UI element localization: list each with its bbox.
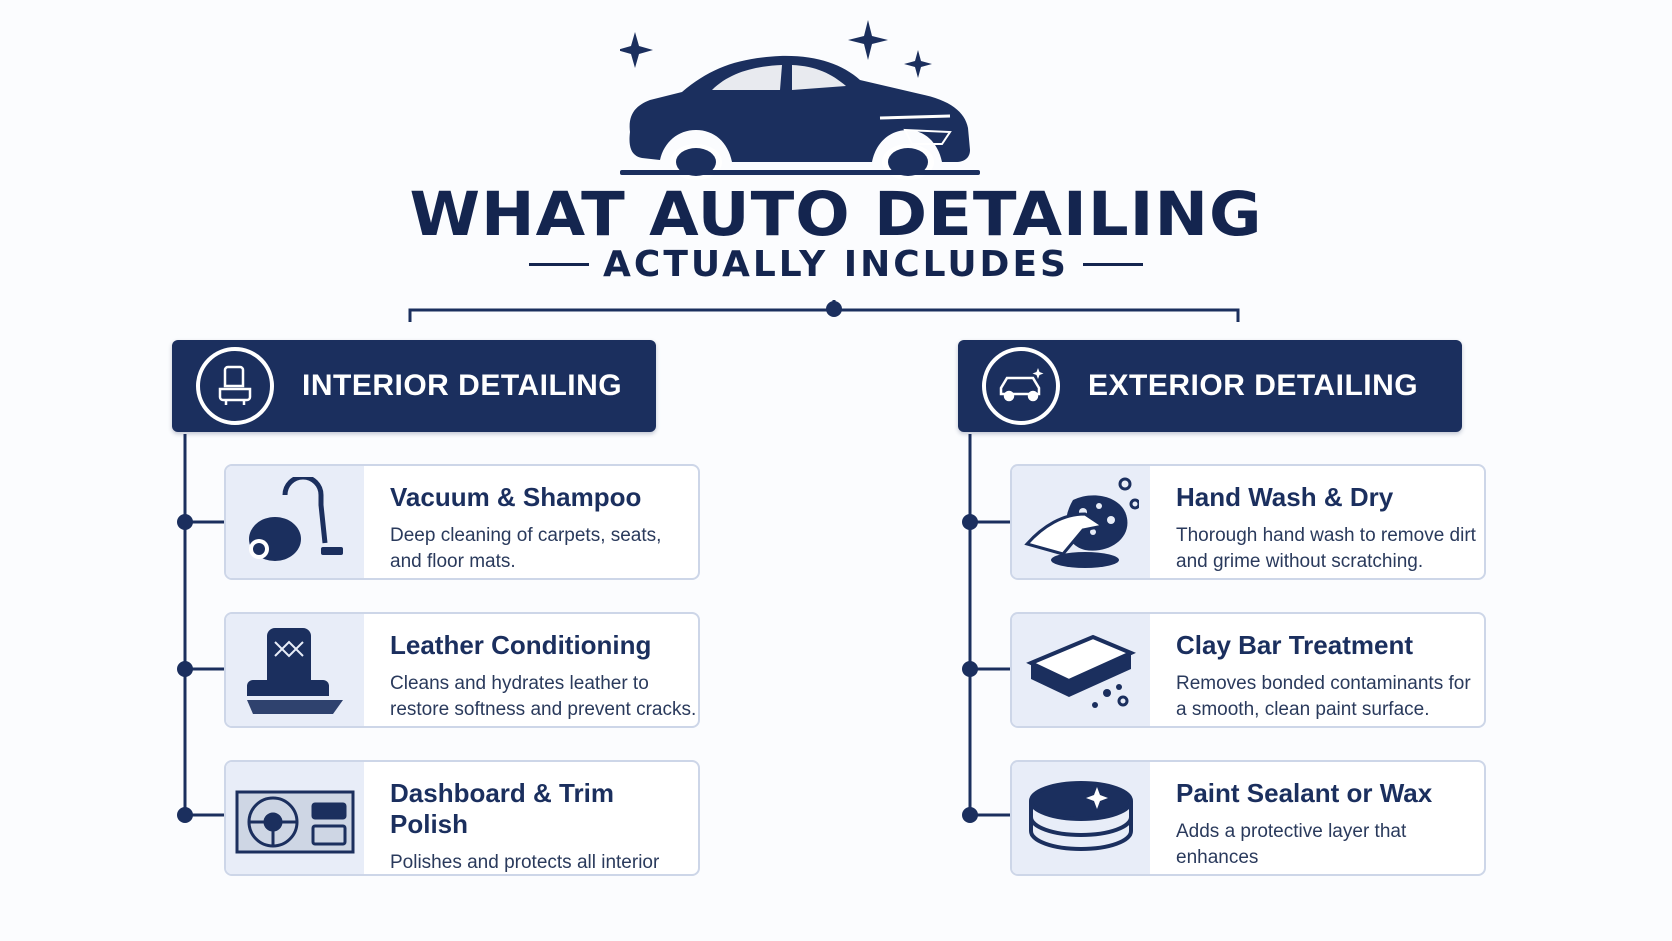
sparkle-icon [848, 20, 888, 60]
card-clay-bar-treatment: Clay Bar Treatment Removes bonded contam… [1010, 612, 1486, 728]
card-description: Polishes and protects all interior surfa… [390, 852, 660, 873]
sparkling-car-icon [982, 347, 1060, 425]
sparkle-icon [904, 50, 932, 78]
card-title: Clay Bar Treatment [1176, 630, 1413, 660]
dashboard-icon [226, 762, 364, 874]
hand-sponge-icon [1012, 466, 1150, 578]
interior-detailing-header: INTERIOR DETAILING [172, 340, 656, 432]
card-title: Paint Sealant or Wax [1176, 778, 1433, 808]
card-description: Thorough hand wash to remove dirt and gr… [1176, 525, 1476, 572]
card-description: Deep cleaning of carpets, seats, and flo… [390, 525, 662, 572]
interior-detailing-label: INTERIOR DETAILING [302, 369, 623, 402]
card-dashboard-trim-polish: Dashboard & Trim Polish Polishes and pro… [224, 760, 700, 876]
connector-node [962, 807, 978, 823]
subtitle-row: ACTUALLY INCLUDES [0, 244, 1672, 285]
car-seat-icon [196, 347, 274, 425]
clay-bar-icon [1012, 614, 1150, 726]
card-title: Dashboard & Trim Polish [390, 778, 614, 839]
card-title: Leather Conditioning [390, 630, 652, 660]
page-subtitle: ACTUALLY INCLUDES [603, 244, 1069, 285]
connector-node [962, 661, 978, 677]
connector-node [177, 807, 193, 823]
leather-seat-icon [226, 614, 364, 726]
card-description: Adds a protective layer that enhances sh… [1176, 821, 1444, 874]
card-title: Vacuum & Shampoo [390, 482, 642, 512]
subtitle-divider-right [1082, 263, 1143, 266]
exterior-detailing-label: EXTERIOR DETAILING [1088, 369, 1419, 402]
connector-node [826, 301, 842, 317]
card-vacuum-shampoo: Vacuum & Shampoo Deep cleaning of carpet… [224, 464, 700, 580]
card-title: Hand Wash & Dry [1176, 482, 1394, 512]
page-title: WHAT AUTO DETAILING [409, 179, 1263, 251]
card-hand-wash-dry: Hand Wash & Dry Thorough hand wash to re… [1010, 464, 1486, 580]
card-description: Removes bonded contaminants for a smooth… [1176, 673, 1471, 720]
connector-node [177, 514, 193, 530]
sports-car-logo-icon [620, 20, 980, 180]
card-leather-conditioning: Leather Conditioning Cleans and hydrates… [224, 612, 700, 728]
exterior-detailing-header: EXTERIOR DETAILING [958, 340, 1462, 432]
card-paint-sealant-wax: Paint Sealant or Wax Adds a protective l… [1010, 760, 1486, 876]
connector-node [962, 514, 978, 530]
subtitle-divider-left [529, 263, 590, 266]
connector-node [177, 661, 193, 677]
sparkle-icon [620, 32, 653, 68]
wax-tin-icon [1012, 762, 1150, 874]
card-description: Cleans and hydrates leather to restore s… [390, 673, 697, 720]
vacuum-cleaner-icon [226, 466, 364, 578]
